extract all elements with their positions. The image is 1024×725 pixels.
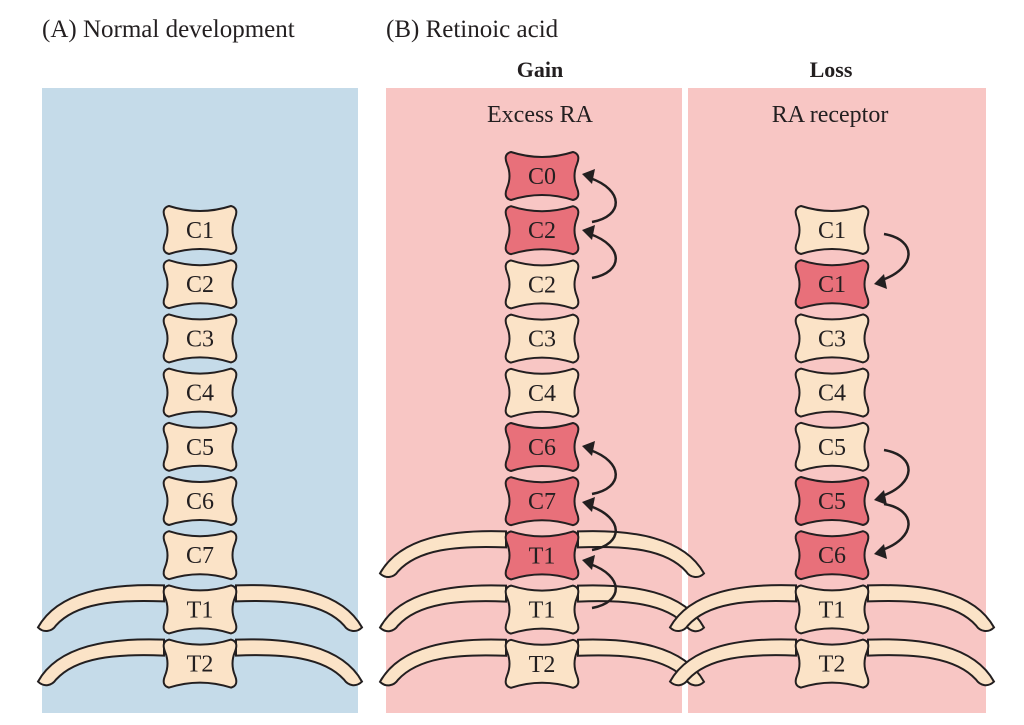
gain-vertebra-label: C4 [528, 381, 556, 407]
gain-shift-arrow-3 [589, 448, 617, 496]
loss-shift-arrow-2 [881, 448, 910, 498]
panel-b-label: (B) Retinoic acid [386, 16, 559, 43]
loss-vertebra-label: C4 [818, 381, 846, 407]
gain-shift-arrow-5-head [582, 555, 595, 570]
normal-vertebra-1: C1 [162, 204, 238, 256]
normal-vertebra-5: C5 [162, 421, 238, 472]
loss-shift-arrow-3-head [874, 544, 887, 559]
gain-rib-left-3 [378, 638, 507, 687]
normal-vertebra-6: C6 [162, 475, 238, 527]
normal-vertebra-label: T1 [187, 597, 214, 623]
normal-vertebra-label: T2 [187, 652, 214, 678]
loss-heading: Loss [809, 57, 853, 82]
gain-shift-arrow-1 [589, 176, 617, 224]
gain-shift-arrow-4 [589, 504, 617, 552]
gain-vertebra-8: T1 [504, 530, 580, 581]
normal-vertebra-7: C7 [162, 530, 238, 581]
loss-rib-left-1 [668, 584, 797, 632]
gain-shift-arrow-5 [589, 562, 617, 610]
loss-vertebra-1: C1 [794, 204, 870, 256]
gain-shift-arrow-2 [589, 232, 617, 280]
loss-vertebra-4: C4 [794, 367, 870, 418]
loss-vertebra-7: C6 [794, 530, 870, 581]
loss-vertebra-label: T1 [819, 597, 846, 623]
gain-vertebra-label: C0 [528, 164, 556, 190]
loss-vertebra-label: C6 [818, 543, 846, 569]
gain-rib-left-2 [378, 584, 507, 633]
loss-rib-right-1 [867, 584, 996, 632]
gain-vertebra-label: C7 [528, 489, 556, 515]
gain-shift-arrow-2-head [582, 225, 595, 240]
loss-vertebra-6: C5 [794, 475, 870, 527]
normal-rib-left-2 [36, 638, 165, 687]
loss-vertebra-label: C5 [818, 489, 846, 515]
gain-shift-arrow-1-head [582, 169, 595, 184]
gain-rib-right-3 [577, 638, 706, 687]
normal-vertebra-8: T1 [162, 584, 238, 635]
loss-shift-arrow-1-head [874, 274, 887, 289]
gain-vertebra-9: T1 [504, 584, 580, 635]
gain-vertebra-label: C6 [528, 435, 556, 461]
loss-rib-left-2 [668, 638, 797, 687]
gain-vertebra-7: C7 [504, 476, 580, 527]
normal-vertebra-label: C4 [186, 381, 214, 407]
normal-rib-right-2 [235, 638, 364, 687]
gain-heading: Gain [516, 57, 564, 82]
loss-vertebra-9: T2 [794, 638, 870, 689]
loss-shift-arrow-1 [881, 232, 910, 282]
normal-rib-left-1 [36, 584, 165, 632]
panel-a-label: (A) Normal development [42, 16, 295, 43]
normal-vertebra-label: C2 [186, 272, 214, 298]
gain-shift-arrow-4-head [582, 497, 595, 512]
gain-vertebra-1: C0 [504, 150, 580, 202]
gain-vertebra-label: C3 [528, 327, 556, 353]
loss-vertebra-3: C3 [794, 313, 870, 364]
gain-vertebra-6: C6 [504, 421, 580, 473]
gain-vertebra-5: C4 [504, 367, 580, 418]
gain-vertebra-10: T2 [504, 638, 580, 689]
gain-subheading: Excess RA [487, 102, 593, 128]
normal-vertebra-4: C4 [162, 367, 238, 418]
loss-vertebra-label: C5 [818, 435, 846, 461]
gain-vertebra-4: C3 [504, 313, 580, 364]
gain-vertebra-label: C2 [528, 218, 556, 244]
gain-vertebra-3: C2 [504, 259, 580, 310]
loss-vertebra-label: T2 [819, 652, 846, 678]
normal-rib-right-1 [235, 584, 364, 632]
gain-vertebra-2: C2 [504, 205, 580, 256]
normal-vertebra-9: T2 [162, 638, 238, 689]
gain-rib-right-2 [577, 584, 706, 633]
gain-shift-arrow-3-head [582, 441, 595, 456]
loss-vertebra-5: C5 [794, 421, 870, 472]
gain-vertebra-label: T2 [529, 652, 556, 678]
loss-vertebra-label: C1 [818, 272, 846, 298]
loss-shift-arrow-2-head [874, 490, 887, 505]
normal-vertebra-3: C3 [162, 313, 238, 364]
normal-vertebra-label: C6 [186, 489, 214, 515]
normal-vertebra-2: C2 [162, 259, 238, 310]
normal-vertebra-label: C5 [186, 435, 214, 461]
loss-subheading: RA receptor [771, 102, 889, 128]
loss-vertebra-8: T1 [794, 584, 870, 635]
gain-rib-left-1 [378, 530, 507, 578]
loss-vertebra-2: C1 [794, 259, 870, 310]
normal-vertebra-label: C3 [186, 326, 214, 352]
gain-vertebra-label: T1 [529, 598, 556, 624]
loss-vertebra-label: C3 [818, 326, 846, 352]
normal-vertebra-label: C1 [186, 218, 214, 244]
loss-shift-arrow-3 [881, 502, 910, 552]
gain-vertebra-label: T1 [529, 543, 556, 569]
normal-vertebra-label: C7 [186, 543, 214, 569]
gain-vertebra-label: C2 [528, 272, 556, 298]
loss-vertebra-label: C1 [818, 218, 846, 244]
loss-rib-right-2 [867, 638, 996, 687]
